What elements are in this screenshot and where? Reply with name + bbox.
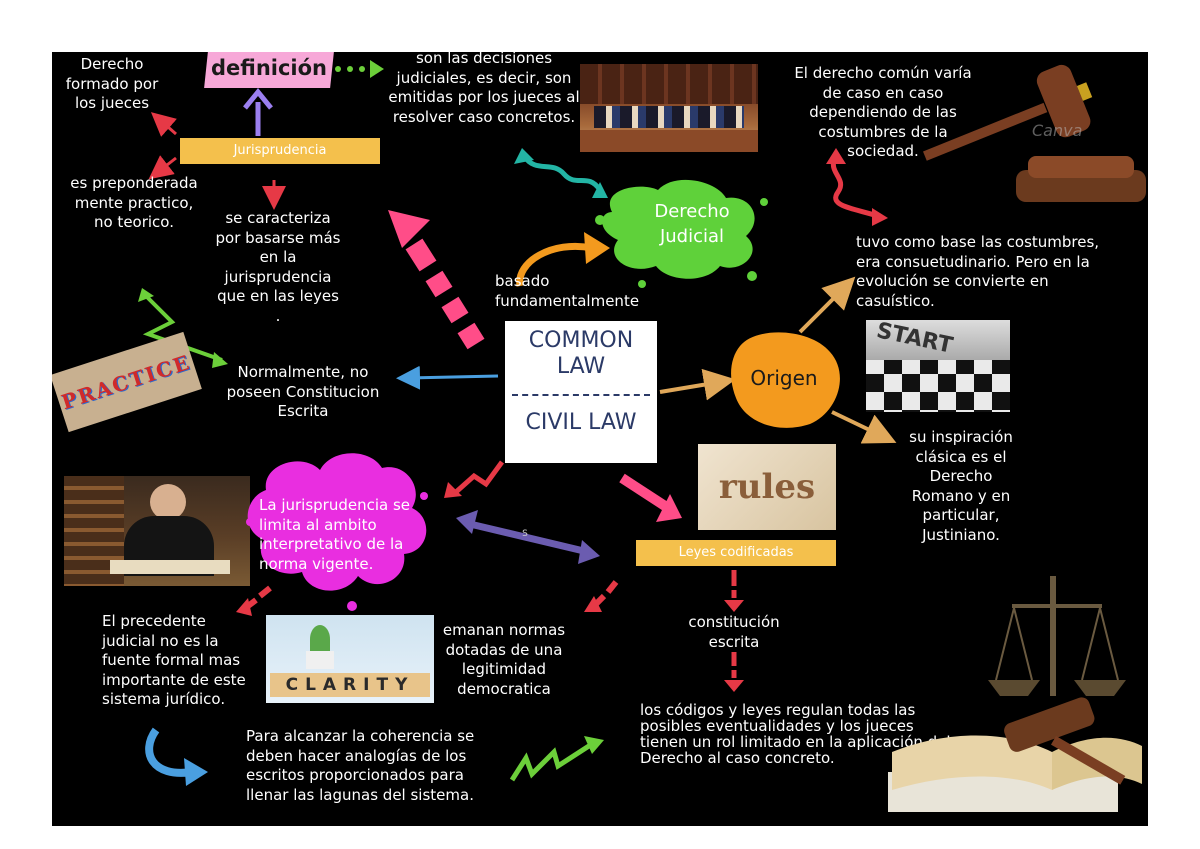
courtroom-photo: [580, 64, 758, 152]
arrow-center-rules: [619, 473, 671, 513]
gavel-top-image: Canva: [923, 64, 1146, 202]
judge-photo: [64, 476, 250, 586]
orange-curve-arrow: [516, 242, 593, 287]
canva-watermark-1: Canva: [1032, 121, 1082, 140]
codigos-text: los códigos y leyes regulan todas las po…: [640, 701, 951, 767]
civil-law-title: CIVIL LAW: [525, 410, 637, 435]
green-zigzag-bottom: [509, 741, 594, 782]
rules-photo: rules: [698, 444, 836, 530]
center-box: [505, 321, 657, 463]
mind-map-board: definición son las decisiones judiciales…: [52, 52, 1148, 826]
definicion-description: son las decisiones judiciales, es decir,…: [388, 52, 580, 126]
derecho-formado-text: Derecho formado por los jueces: [65, 55, 159, 112]
red-zigzag-center: [454, 460, 505, 494]
connector-layer: [138, 60, 897, 786]
coherencia-text: Para alcanzar la coherencia se deben hac…: [246, 727, 475, 804]
costumbres-text: tuvo como base las costumbres, era consu…: [856, 233, 1100, 310]
magenta-splash: [246, 453, 428, 611]
rules-word: rules: [718, 467, 816, 507]
no-constitucion-text: Normalmente, no poseen Constitucion Escr…: [226, 363, 380, 420]
limita-text: La jurisprudencia se limita al ambito in…: [259, 496, 411, 573]
leyes-codificadas-label: [636, 540, 836, 566]
jurisprudencia-label: [180, 138, 380, 164]
derecho-comun-text: El derecho común varía de caso en caso d…: [794, 64, 972, 160]
s-mark: S: [522, 529, 528, 539]
derecho-judicial-splash: [595, 179, 768, 288]
basado-text: basado fundamentalmente: [495, 272, 640, 310]
jurisprudencia-text: Jurisprudencia: [233, 143, 327, 158]
clarity-word: CLARITY: [270, 673, 430, 697]
origen-blob: [731, 332, 840, 428]
red-squiggle-right: [831, 154, 879, 219]
common-law-title: COMMON LAW: [528, 328, 634, 379]
definicion-text-label: definición: [210, 56, 327, 80]
origen-text: Origen: [750, 366, 818, 390]
dotted-arrow-definicion: [335, 60, 384, 78]
pink-arrow-up: [405, 238, 485, 350]
double-arrow-limita-leyes: [469, 520, 589, 556]
constitucion-escrita-text: constitución escrita: [688, 613, 780, 651]
clarity-photo: CLARITY: [266, 615, 434, 703]
emanan-text: emanan normas dotadas de una legitimidad…: [442, 621, 566, 698]
derecho-judicial-text: Derecho Judicial: [654, 201, 730, 247]
arrow-origen-inspiracion: [831, 410, 897, 444]
start-photo: START: [866, 320, 1010, 412]
arrow-center-constitucion: [396, 365, 499, 390]
arrow-origen-costumbres: [798, 276, 856, 334]
teal-squiggle: [521, 154, 603, 192]
leyes-codificadas-text: Leyes codificadas: [678, 545, 794, 560]
scales-book-image: [888, 576, 1142, 812]
blue-curve-arrow: [145, 727, 193, 777]
precedente-text: El precedente judicial no es la fuente f…: [102, 612, 246, 708]
inspiracion-text: su inspiración clásica es el Derecho Rom…: [909, 428, 1013, 544]
arrow-center-origen: [659, 368, 736, 401]
caracteriza-text: se caracteriza por basarse más en la jur…: [215, 209, 341, 325]
center-divider: [512, 394, 650, 396]
preponderada-text: es preponderada mente practico, no teori…: [70, 174, 198, 231]
